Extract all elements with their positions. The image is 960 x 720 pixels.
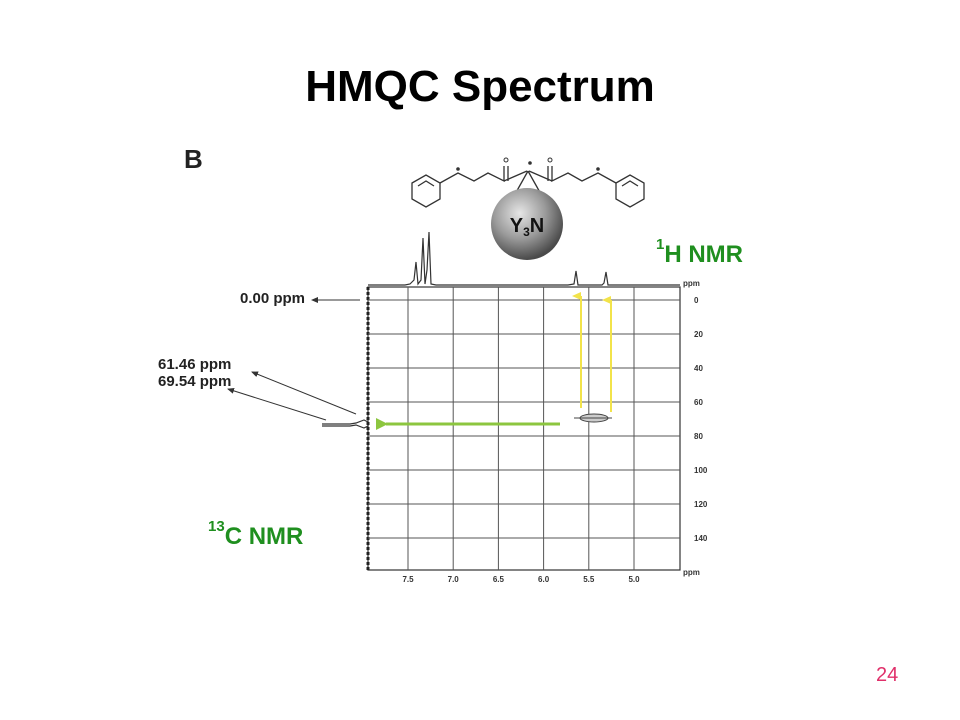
c-tick-label: 100	[694, 466, 708, 475]
shift-69-arrow	[227, 387, 327, 421]
oxygen-right	[547, 157, 553, 163]
h-tick-label: 7.0	[448, 575, 460, 584]
left-benzene-ring	[411, 174, 441, 208]
h-tick-label: 7.5	[402, 575, 414, 584]
left-ester-chain	[439, 166, 505, 184]
c-tick-label: 60	[694, 398, 703, 407]
c-nmr-label: 13C NMR	[208, 518, 304, 551]
left-to-core-bond	[503, 170, 528, 182]
stereo-star-2	[528, 161, 532, 165]
right-ester-chain	[551, 166, 617, 184]
h-tick-label: 5.0	[628, 575, 640, 584]
stereo-star-1	[456, 167, 460, 171]
c-nmr-superscript: 13	[208, 518, 225, 535]
c-tick-label: 80	[694, 432, 703, 441]
shift-61-label: 61.46 ppm	[158, 356, 232, 373]
y3n-label-sub: 3	[523, 225, 530, 239]
molecule-markers	[456, 157, 600, 171]
right-benzene-ring	[615, 174, 645, 208]
cross-peak	[574, 413, 612, 423]
h-tick-label: 6.5	[493, 575, 505, 584]
plot-grid	[368, 287, 680, 570]
h-axis-ticks: 7.5 7.0 6.5 6.0 5.5 5.0	[402, 575, 640, 584]
h-tick-label: 5.5	[583, 575, 595, 584]
h-axis-unit: ppm	[683, 568, 700, 577]
zero-ppm-label: 0.00 ppm	[240, 290, 306, 307]
c-axis-unit-top: ppm	[683, 279, 700, 288]
h-projection-trace	[368, 231, 680, 286]
y3n-label: Y3N	[510, 215, 544, 239]
right-to-core-bond	[528, 170, 553, 182]
h-nmr-superscript: 1	[656, 236, 665, 253]
c-tick-label: 40	[694, 364, 703, 373]
shift-69-label: 69.54 ppm	[158, 373, 232, 390]
c-projection-trace	[322, 419, 369, 429]
c-tick-label: 120	[694, 500, 708, 509]
oxygen-left	[503, 157, 509, 163]
c-axis-ticks: 0 20 40 60 80 100 120 140	[694, 296, 708, 543]
c-tick-label: 140	[694, 534, 708, 543]
page-number: 24	[876, 664, 899, 686]
y3n-label-n: N	[530, 215, 544, 237]
y3n-label-y: Y	[510, 215, 524, 237]
right-ring-inner-bond	[621, 180, 639, 187]
left-ring-inner-bond	[417, 180, 435, 187]
h-nmr-label: 1H NMR	[656, 236, 743, 269]
stereo-star-3	[596, 167, 600, 171]
c-tick-label: 20	[694, 330, 703, 339]
c-tick-label: 0	[694, 296, 699, 305]
slide-title: HMQC Spectrum	[305, 62, 655, 111]
h-nmr-text: H NMR	[664, 241, 743, 268]
c-nmr-text: C NMR	[224, 523, 304, 550]
panel-letter: B	[184, 144, 203, 174]
shift-61-arrow	[251, 371, 357, 415]
h-tick-label: 6.0	[538, 575, 550, 584]
plot-frame	[367, 286, 681, 571]
y3n-cage-sphere	[491, 188, 563, 260]
